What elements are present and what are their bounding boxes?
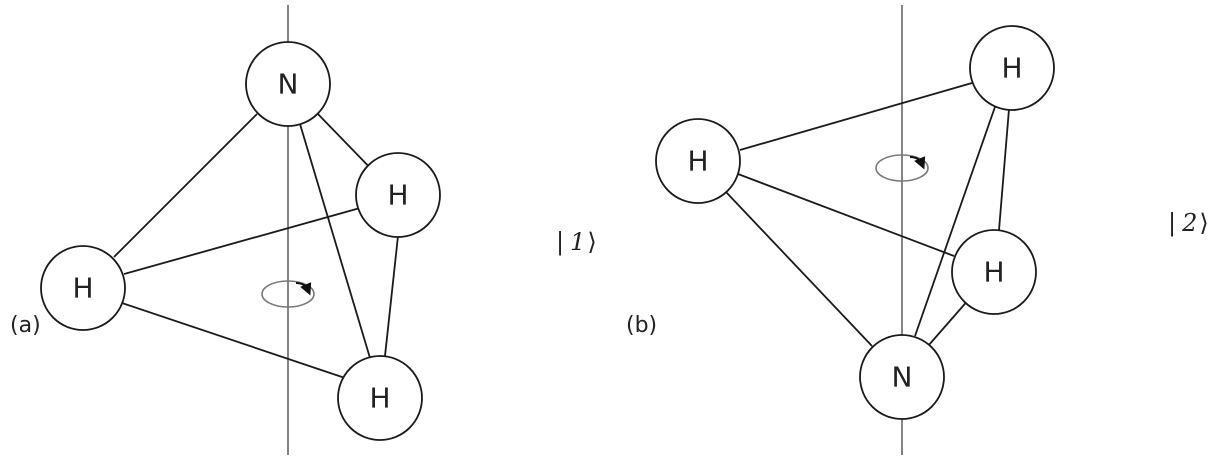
panel-b-atom-h2: H bbox=[969, 25, 1055, 111]
panel-a-bonds bbox=[113, 111, 399, 379]
atom-label: H bbox=[687, 145, 708, 178]
panel-a-atoms: N H H H bbox=[40, 41, 441, 441]
state-label-angle: ⟩ bbox=[1199, 209, 1208, 237]
panel-a-label: (a) bbox=[10, 313, 41, 338]
panel-b-state-label: |2⟩ bbox=[1168, 209, 1209, 238]
panel-b: H H H N (b) |2⟩ bbox=[626, 5, 1209, 455]
rotation-ellipse bbox=[261, 280, 315, 308]
state-label-angle: ⟩ bbox=[587, 228, 596, 256]
panel-a-atom-h1: H bbox=[40, 245, 126, 331]
panel-b-atoms: H H H N bbox=[655, 25, 1055, 420]
state-label-bar: | bbox=[556, 228, 564, 257]
state-label-index: 2 bbox=[1181, 209, 1197, 237]
bond-h1-h3 bbox=[737, 173, 955, 257]
bond-h2-h3 bbox=[998, 96, 1011, 231]
state-label-bar: | bbox=[1168, 209, 1176, 238]
atom-label: H bbox=[72, 272, 93, 305]
bond-n-h1 bbox=[113, 113, 258, 258]
panel-b-rotation-symbol bbox=[875, 154, 929, 182]
panel-b-atom-h1: H bbox=[655, 118, 741, 204]
bond-h1-h3 bbox=[121, 302, 346, 379]
atom-label: H bbox=[983, 256, 1004, 289]
panel-a-atom-n: N bbox=[245, 41, 331, 127]
panel-b-label: (b) bbox=[626, 313, 657, 338]
panel-b-atom-n: N bbox=[859, 334, 945, 420]
panel-a-atom-h2: H bbox=[355, 152, 441, 238]
panel-a-atom-h3: H bbox=[337, 355, 423, 441]
bond-h1-h2 bbox=[123, 207, 361, 275]
panel-a: N H H H (a) |1⟩ bbox=[10, 5, 597, 455]
panel-b-atom-h3: H bbox=[951, 229, 1037, 315]
atom-label: N bbox=[278, 68, 299, 101]
bond-h1-n bbox=[725, 191, 873, 347]
panel-a-state-label: |1⟩ bbox=[556, 228, 597, 257]
bond-h2-n bbox=[914, 103, 997, 337]
atom-label: H bbox=[369, 382, 390, 415]
panel-a-rotation-symbol bbox=[261, 280, 315, 308]
bond-h1-h2 bbox=[739, 82, 973, 151]
panel-b-bonds bbox=[725, 82, 1011, 347]
bond-n-h3 bbox=[299, 123, 371, 359]
atom-label: N bbox=[892, 361, 913, 394]
rotation-arrow-icon bbox=[295, 282, 312, 296]
bond-h3-n bbox=[927, 297, 971, 347]
rotation-ellipse bbox=[875, 154, 929, 182]
atom-label: H bbox=[1001, 52, 1022, 85]
bond-h2-h3 bbox=[384, 235, 399, 357]
rotation-arrow-icon bbox=[909, 156, 926, 170]
state-label-index: 1 bbox=[570, 228, 585, 256]
atom-label: H bbox=[387, 179, 408, 212]
